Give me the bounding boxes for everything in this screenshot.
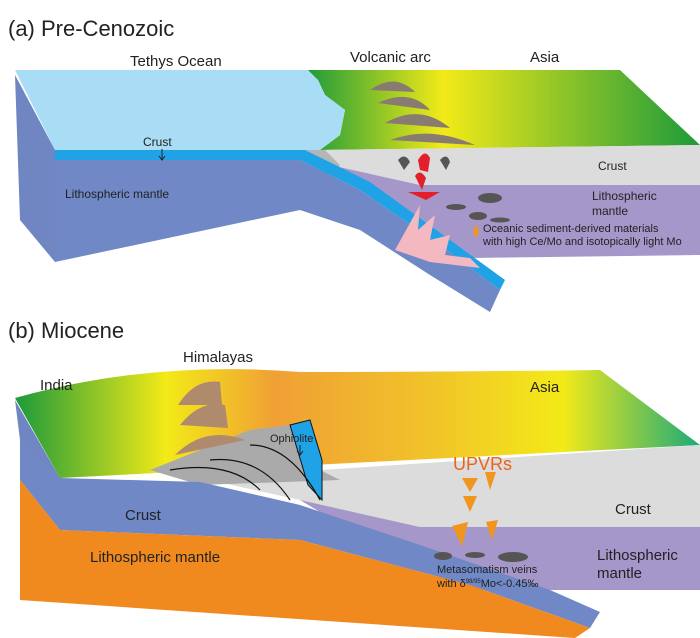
crust-right — [320, 145, 700, 185]
orange-vein-icon — [473, 224, 479, 238]
label-lithospheric-mantle-left-b: Lithospheric mantle — [90, 549, 220, 566]
ocean-surface — [15, 70, 345, 150]
label-asia-b: Asia — [530, 379, 560, 396]
note-sediment-2: with high Ce/Mo and isotopically light M… — [482, 236, 682, 248]
ophiolite — [289, 419, 323, 502]
label-litho-right-b-2: mantle — [597, 565, 642, 582]
label-asia-a: Asia — [530, 49, 560, 66]
label-ophiolite: Ophiolite — [270, 433, 313, 445]
vein-pods — [434, 552, 528, 562]
upvrs-magma — [452, 472, 498, 546]
himalaya-cones — [175, 381, 245, 455]
panel-b-title: (b) Miocene — [8, 318, 124, 343]
label-litho-right-2: mantle — [592, 204, 628, 218]
label-tethys-ocean: Tethys Ocean — [130, 53, 222, 70]
label-lithospheric-mantle-left: Lithospheric mantle — [65, 187, 169, 201]
veins-superscript: 98/95 — [466, 579, 482, 585]
gray-pods — [398, 156, 510, 223]
label-crust-right-b: Crust — [615, 501, 652, 518]
label-litho-right-b-1: Lithospheric — [597, 547, 678, 564]
panel-a-title: (a) Pre-Cenozoic — [8, 16, 174, 41]
label-upvrs: UPVRs — [453, 454, 512, 474]
label-litho-right-1: Lithospheric — [592, 189, 657, 203]
magma-bodies — [408, 153, 440, 200]
veins-prefix: with δ — [436, 578, 466, 590]
label-veins-2: with δ98/95Mo<-0.45‰ — [436, 578, 539, 590]
crust-right-b — [200, 445, 700, 527]
oceanic-lithosphere — [55, 160, 500, 312]
note-sediment-1: Oceanic sediment-derived materials — [483, 223, 659, 235]
indian-lithospheric-mantle — [20, 480, 590, 638]
label-volcanic-arc: Volcanic arc — [350, 49, 431, 66]
panel-b: (b) Miocene India Himalayas Asia Ophioli… — [8, 318, 700, 638]
label-veins-1: Metasomatism veins — [437, 564, 538, 576]
asia-surface — [305, 70, 700, 150]
label-india: India — [40, 377, 73, 394]
sediment-veins — [395, 205, 480, 268]
ophiolite-arrow-icon — [296, 445, 304, 456]
suture-zone — [150, 425, 340, 485]
label-crust-right: Crust — [598, 159, 627, 173]
veins-suffix: Mo<-0.45‰ — [481, 578, 539, 590]
indian-crust — [20, 440, 600, 628]
volcanic-cones — [370, 81, 475, 145]
left-face — [15, 75, 55, 262]
thrust-faults — [169, 444, 321, 501]
label-crust-left: Crust — [125, 507, 162, 524]
crust-arrow-icon — [158, 149, 166, 161]
label-himalayas: Himalayas — [183, 349, 253, 366]
label-oceanic-crust: Crust — [143, 135, 172, 149]
lithospheric-mantle-right-b — [300, 500, 700, 590]
panel-a: (a) Pre-Cenozoic Tethys Ocean Volcanic a… — [8, 16, 700, 312]
